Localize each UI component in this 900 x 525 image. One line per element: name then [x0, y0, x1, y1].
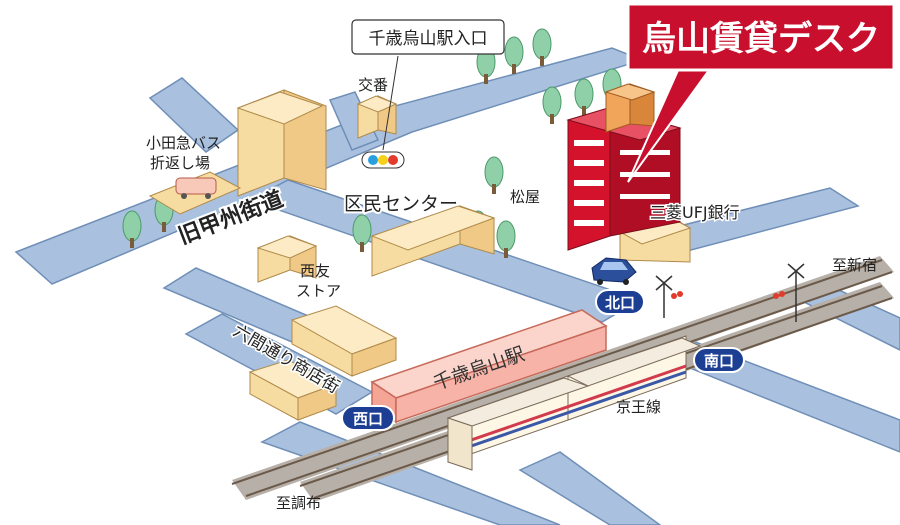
to-shinjuku-label: 至新宿: [832, 256, 877, 274]
koban-label: 交番: [358, 76, 388, 94]
title-label: 烏山賃貸デスク: [642, 19, 880, 59]
exit-south-label: 南口: [704, 352, 734, 370]
exit-badge-north: 北口: [595, 289, 645, 315]
bus-turnaround-line-2: 折返し場: [150, 154, 210, 172]
building-seiyu: [256, 235, 318, 283]
mufg-label: 三菱UFJ銀行: [650, 203, 740, 222]
train-keio: [446, 335, 702, 471]
tree-icon: [504, 36, 524, 74]
exit-west-label: 西口: [353, 410, 383, 428]
exit-badge-south: 南口: [693, 347, 745, 373]
matsuya-label: 松屋: [510, 188, 540, 206]
building-karasuyama-rental-desk: [566, 83, 682, 251]
station-entrance-callout: 千歳烏山駅入口: [351, 19, 505, 55]
road-koban: [328, 91, 380, 151]
car-icon: [591, 257, 637, 285]
kumin-center-label: 区民センター: [344, 193, 458, 215]
exit-north-label: 北口: [605, 294, 635, 312]
seiyu-label-line-2: ストア: [296, 282, 341, 300]
bus-turnaround-label: 小田急バス: [146, 134, 221, 152]
tree-icon: [542, 86, 562, 124]
station-entrance-label: 千歳烏山駅入口: [369, 29, 488, 49]
building-kumin-center: [370, 205, 496, 277]
building-office-northwest: [236, 89, 327, 197]
tree-icon: [352, 214, 372, 252]
building-koban: [356, 95, 398, 139]
tree-icon: [496, 220, 516, 258]
exit-badge-west: 西口: [341, 405, 395, 431]
traffic-light-icon: [361, 55, 405, 169]
building-rokken-2: [248, 359, 338, 421]
road-south-bottom: [518, 451, 662, 525]
railroad-crossing-icon: [655, 263, 805, 322]
tree-icon: [532, 28, 552, 66]
to-chofu-label: 至調布: [276, 494, 321, 512]
road-kyu-koshu-kaido: [14, 47, 645, 285]
bus-icon: [175, 177, 217, 199]
bus-turnaround: [148, 171, 242, 215]
building-rokken-1: [290, 305, 398, 377]
keio-line-label: 京王線: [616, 398, 661, 416]
title-banner: 烏山賃貸デスク: [626, 2, 896, 183]
station-chitose-karasuyama: [370, 309, 608, 424]
bus-turnaround-line-1: 小田急バス: [146, 134, 221, 152]
tree-icon: [574, 78, 594, 116]
seiyu-label-line-1: 西友: [300, 262, 330, 280]
tree-icon: [122, 210, 142, 248]
tree-icon: [484, 156, 504, 194]
